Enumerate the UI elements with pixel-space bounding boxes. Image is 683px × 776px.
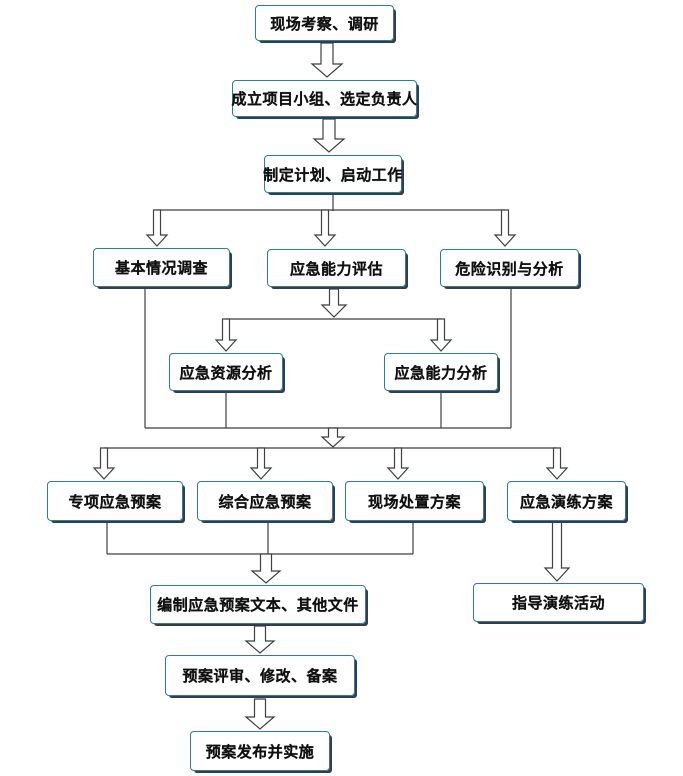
node-hazard-id: 危险识别与分析: [440, 249, 579, 287]
flow-arrow-down-icon: [429, 318, 453, 352]
node-basic-survey: 基本情况调查: [93, 248, 230, 287]
node-label: 编制应急预案文本、其他文件: [157, 596, 359, 614]
flow-arrow-down-icon: [545, 447, 569, 480]
flow-arrow-down-icon: [320, 427, 346, 448]
node-label: 基本情况调查: [114, 259, 208, 277]
flow-arrow-down-icon: [244, 625, 276, 654]
node-capability-eval: 应急能力评估: [267, 249, 406, 287]
flow-arrow-down-icon: [249, 447, 273, 480]
node-comprehensive-plan: 综合应急预案: [197, 481, 333, 521]
node-label: 应急能力分析: [394, 363, 488, 382]
node-label: 综合应急预案: [218, 492, 312, 511]
node-onsite-plan: 现场处置方案: [345, 481, 484, 521]
flow-arrow-down-icon: [386, 447, 410, 480]
node-site-survey: 现场考察、调研: [255, 5, 394, 41]
flow-arrow-down-icon: [244, 698, 276, 730]
node-plan: 制定计划、启动工作: [263, 155, 403, 193]
node-label: 预案评审、修改、备案: [182, 667, 338, 685]
node-label: 应急能力评估: [289, 259, 383, 278]
flow-arrow-down-icon: [145, 209, 169, 247]
flow-arrow-down-icon: [250, 553, 282, 584]
node-review: 预案评审、修改、备案: [165, 655, 355, 696]
flow-arrow-down-icon: [543, 521, 571, 582]
node-label: 现场考察、调研: [270, 14, 379, 33]
node-capability-analysis: 应急能力分析: [384, 353, 498, 391]
node-label: 应急演练方案: [519, 492, 613, 511]
flow-arrow-down-icon: [312, 118, 346, 153]
flow-arrow-down-icon: [92, 447, 116, 480]
node-team: 成立项目小组、选定负责人: [232, 80, 417, 117]
node-label: 现场处置方案: [367, 492, 461, 511]
flow-arrow-down-icon: [320, 288, 348, 318]
node-compile-docs: 编制应急预案文本、其他文件: [150, 585, 366, 624]
node-label: 专项应急预案: [68, 492, 162, 511]
node-guide-drill: 指导演练活动: [473, 583, 644, 622]
node-label: 危险识别与分析: [455, 259, 564, 278]
flow-arrow-down-icon: [313, 209, 337, 247]
flow-arrow-down-icon: [493, 209, 517, 247]
node-label: 指导演练活动: [511, 594, 605, 612]
flow-arrow-down-icon: [310, 42, 344, 78]
node-special-plan: 专项应急预案: [47, 481, 183, 521]
node-label: 预案发布并实施: [205, 742, 315, 761]
node-label: 制定计划、启动工作: [263, 165, 403, 184]
node-resource-analysis: 应急资源分析: [169, 353, 283, 391]
node-publish: 预案发布并实施: [190, 731, 330, 771]
flow-arrow-down-icon: [214, 318, 238, 352]
node-drill-plan: 应急演练方案: [507, 481, 626, 521]
node-label: 应急资源分析: [179, 363, 273, 382]
node-label: 成立项目小组、选定负责人: [231, 90, 418, 108]
